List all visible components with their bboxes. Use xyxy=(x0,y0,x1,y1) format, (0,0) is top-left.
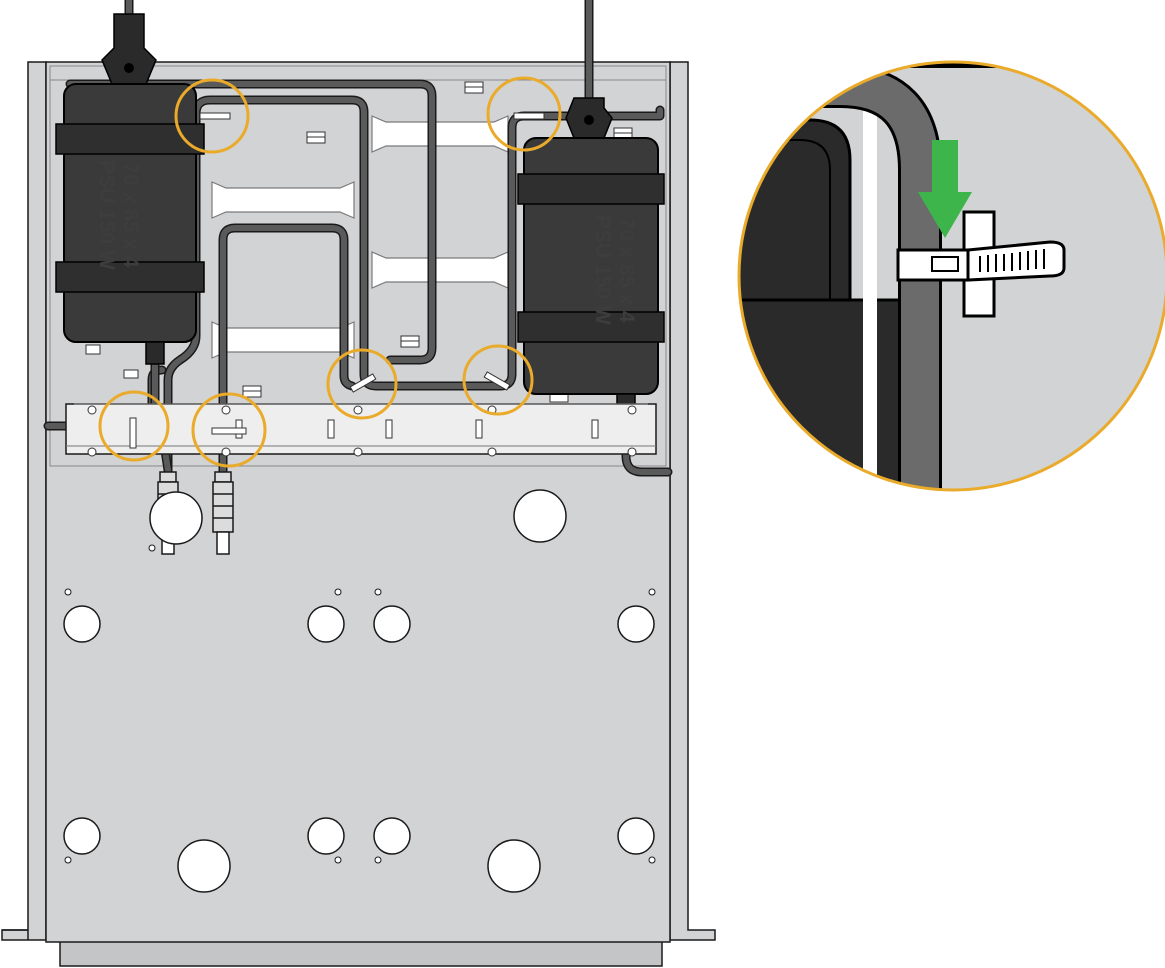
right-rail xyxy=(669,61,716,941)
tie-mount-tabs xyxy=(85,81,633,403)
psu-strap xyxy=(517,173,665,205)
spacer-bar xyxy=(371,251,509,289)
psu-strap xyxy=(55,261,205,293)
plate-holes xyxy=(63,489,656,893)
chassis-bottom-lip xyxy=(59,939,663,967)
highlight-ring-icon xyxy=(98,390,170,462)
cable-tie-highlight-rings xyxy=(98,76,562,468)
psu-strap xyxy=(517,311,665,343)
front-bracket xyxy=(65,403,657,457)
insert-direction-arrow-icon xyxy=(918,140,972,238)
cable-ties xyxy=(129,112,545,449)
cable-tie-strap xyxy=(966,240,1066,282)
highlight-ring-icon xyxy=(486,76,562,152)
highlight-ring-icon xyxy=(174,78,250,154)
psu-right-label-line2: 70 x 85 x 4 xyxy=(615,217,638,322)
spacer-bar xyxy=(211,321,355,359)
cable-tie xyxy=(211,427,247,435)
psu-right: PSU 150 W 70 x 85 x 4 xyxy=(517,97,665,419)
highlight-ring-icon xyxy=(326,348,398,420)
cable-tie xyxy=(513,112,545,120)
highlight-ring-icon xyxy=(462,344,534,416)
mains-plug-left xyxy=(101,13,157,85)
left-rail xyxy=(1,61,47,941)
cable-tie-detail-magnifier xyxy=(737,60,1165,492)
spacer-bar xyxy=(211,181,355,219)
psu-strap xyxy=(55,123,205,155)
cable-tie xyxy=(349,373,377,393)
psu-left: PSU 150 W 70 x 85 x 4 xyxy=(55,13,205,365)
psu-left-label-line1: PSU 150 W xyxy=(95,160,118,270)
psu-right-label-line1: PSU 150 W xyxy=(591,215,614,325)
cable-tie xyxy=(129,417,137,449)
cable-tie xyxy=(199,112,231,120)
cable-tie xyxy=(483,371,511,391)
detail-ring xyxy=(737,60,1165,492)
psu-left-label-line2: 70 x 85 x 4 xyxy=(119,162,142,267)
highlight-ring-icon xyxy=(191,392,267,468)
